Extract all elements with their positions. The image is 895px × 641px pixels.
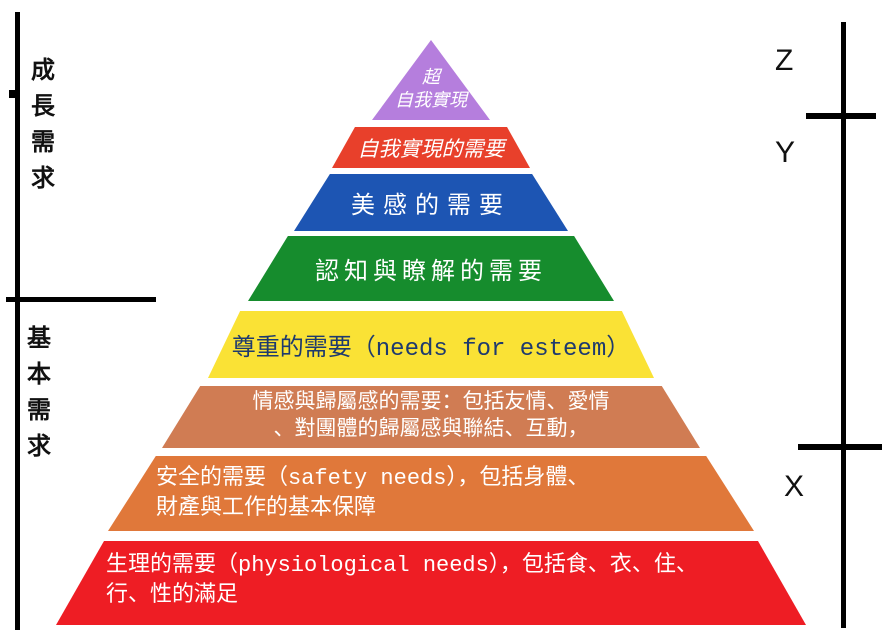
pyramid-level-esteem: 尊重的需要（needs for esteem） bbox=[208, 311, 654, 378]
level-text: 、對團體的歸屬感與聯結、互動， bbox=[273, 419, 589, 442]
growth-needs-char: 長 bbox=[31, 93, 55, 120]
level-text: 尊重的需要（needs for esteem） bbox=[231, 335, 631, 363]
right-divider-y-x bbox=[798, 444, 882, 450]
left-axis-tick bbox=[9, 90, 16, 98]
zone-label-z: Z bbox=[775, 44, 794, 77]
right-axis-line bbox=[841, 22, 846, 628]
pyramid-level-self-actualization: 自我實現的需要 bbox=[332, 127, 530, 168]
basic-needs-char: 基 bbox=[27, 325, 51, 352]
growth-needs-char: 成 bbox=[31, 57, 55, 84]
zone-label-x: X bbox=[784, 470, 805, 503]
level-text: 財產與工作的基本保障 bbox=[156, 496, 377, 521]
level-text: 超 bbox=[422, 69, 440, 89]
left-axis-line bbox=[15, 12, 20, 630]
level-text: 自我實現的需要 bbox=[357, 139, 505, 163]
zone-label-y: Y bbox=[775, 136, 796, 169]
level-text: 行、性的滿足 bbox=[106, 583, 239, 608]
level-text: 安全的需要（safety needs），包括身體、 bbox=[156, 466, 590, 491]
growth-needs-char: 求 bbox=[31, 165, 55, 192]
pyramid-level-aesthetic: 美感的需要 bbox=[294, 174, 568, 231]
level-text: 美感的需要 bbox=[351, 193, 511, 221]
level-text: 認知與瞭解的需要 bbox=[315, 259, 547, 287]
level-text: 情感與歸屬感的需要：包括友情、愛情 bbox=[252, 392, 610, 415]
basic-needs-char: 本 bbox=[27, 361, 51, 388]
growth-needs-label: 成 長 需 求 bbox=[31, 59, 55, 191]
right-divider-z-y bbox=[806, 113, 876, 119]
level-text: 自我實現 bbox=[395, 92, 467, 112]
pyramid-level-cognitive: 認知與瞭解的需要 bbox=[248, 236, 614, 301]
basic-needs-char: 需 bbox=[27, 397, 51, 424]
pyramid-level-love-belonging: 情感與歸屬感的需要：包括友情、愛情 、對團體的歸屬感與聯結、互動， bbox=[162, 386, 700, 448]
basic-needs-char: 求 bbox=[27, 433, 51, 460]
level-text: 生理的需要（physiological needs），包括食、衣、住、 bbox=[106, 553, 698, 578]
pyramid-level-physiological: 生理的需要（physiological needs），包括食、衣、住、 行、性的… bbox=[56, 541, 806, 625]
pyramid-level-transcendence: 超 自我實現 bbox=[372, 40, 490, 120]
pyramid-level-safety: 安全的需要（safety needs），包括身體、 財產與工作的基本保障 bbox=[108, 456, 754, 531]
left-divider-line bbox=[6, 297, 156, 302]
basic-needs-label: 基 本 需 求 bbox=[27, 327, 51, 459]
growth-needs-char: 需 bbox=[31, 129, 55, 156]
